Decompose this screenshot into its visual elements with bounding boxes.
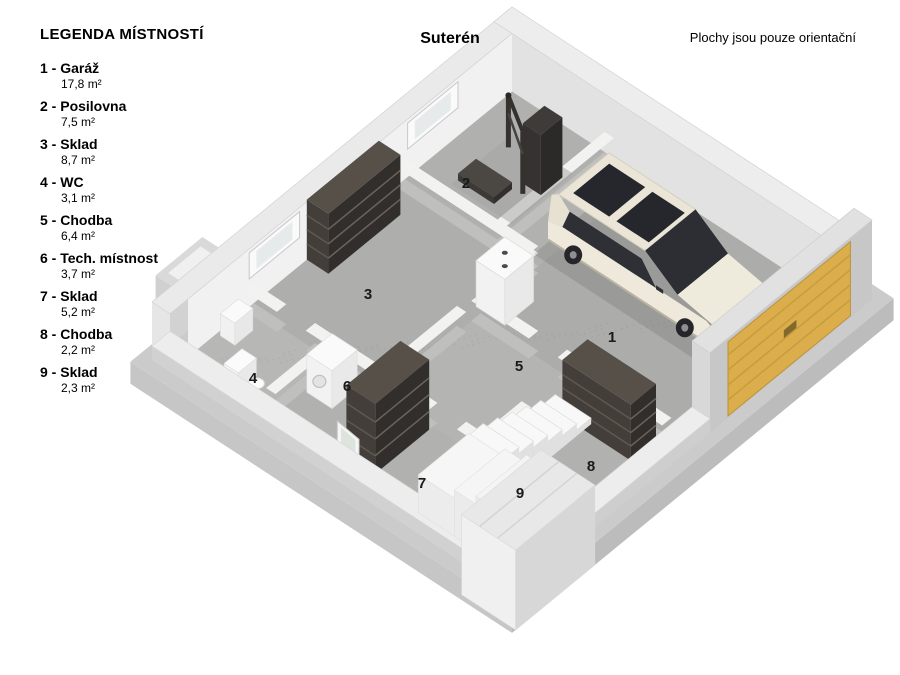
boiler-unit (475, 236, 535, 326)
legend-item-area: 3,1 m² (61, 191, 96, 205)
room-label-1: 1 (608, 329, 616, 346)
legend-item-area: 17,8 m² (61, 77, 102, 91)
legend-item-label: 5 - Chodba (40, 212, 113, 228)
legend-item: 4 - WC 3,1 m² (40, 173, 204, 206)
legend-item-area: 2,3 m² (61, 381, 96, 395)
legend-item-label: 2 - Posilovna (40, 98, 127, 114)
legend-item: 5 - Chodba 6,4 m² (40, 211, 204, 244)
legend-item-area: 2,2 m² (61, 343, 96, 357)
legend-item: 1 - Garáž 17,8 m² (40, 59, 204, 92)
garage-door (691, 207, 873, 433)
legend-item: 8 - Chodba 2,2 m² (40, 325, 204, 358)
legend-item-area: 7,5 m² (61, 115, 96, 129)
legend-item-label: 3 - Sklad (40, 136, 98, 152)
shelf-unit-room3 (306, 140, 401, 274)
legend-item: 2 - Posilovna 7,5 m² (40, 97, 204, 130)
legend: LEGENDA MÍSTNOSTÍ 1 - Garáž 17,8 m² 2 - … (40, 26, 204, 401)
room-label-6: 6 (343, 378, 351, 395)
shelf-unit-room8 (561, 339, 657, 461)
room-label-3: 3 (364, 286, 372, 303)
gym-equipment (450, 92, 574, 224)
staircase (417, 394, 596, 631)
legend-item: 3 - Sklad 8,7 m² (40, 135, 204, 168)
legend-item-label: 9 - Sklad (40, 364, 98, 380)
room-label-8: 8 (587, 458, 595, 475)
legend-item: 7 - Sklad 5,2 m² (40, 287, 204, 320)
legend-item-area: 6,4 m² (61, 229, 96, 243)
legend-item-area: 5,2 m² (61, 305, 96, 319)
room-label-5: 5 (515, 358, 523, 375)
legend-item: 6 - Tech. místnost 3,7 m² (40, 249, 204, 282)
basement-windows (248, 80, 459, 280)
legend-item-area: 3,7 m² (61, 267, 96, 281)
legend-item-label: 4 - WC (40, 174, 84, 190)
legend-item-label: 1 - Garáž (40, 60, 100, 76)
room-label-4: 4 (249, 370, 258, 387)
legend-items: 1 - Garáž 17,8 m² 2 - Posilovna 7,5 m² 3… (40, 59, 204, 396)
washbasin (219, 298, 254, 346)
room-label-2: 2 (462, 175, 470, 192)
legend-title: LEGENDA MÍSTNOSTÍ (40, 26, 204, 43)
orientation-note: Plochy jsou pouze orientační (689, 30, 856, 45)
room-label-9: 9 (516, 485, 524, 502)
legend-item-label: 6 - Tech. místnost (40, 250, 158, 266)
room-number-labels: 1 2 3 4 5 6 7 8 9 (249, 175, 616, 502)
legend-item-area: 8,7 m² (61, 153, 96, 167)
legend-item: 9 - Sklad 2,3 m² (40, 363, 204, 396)
legend-item-label: 8 - Chodba (40, 326, 113, 342)
room-label-7: 7 (418, 475, 426, 492)
washing-machine (306, 333, 358, 410)
legend-item-label: 7 - Sklad (40, 288, 98, 304)
